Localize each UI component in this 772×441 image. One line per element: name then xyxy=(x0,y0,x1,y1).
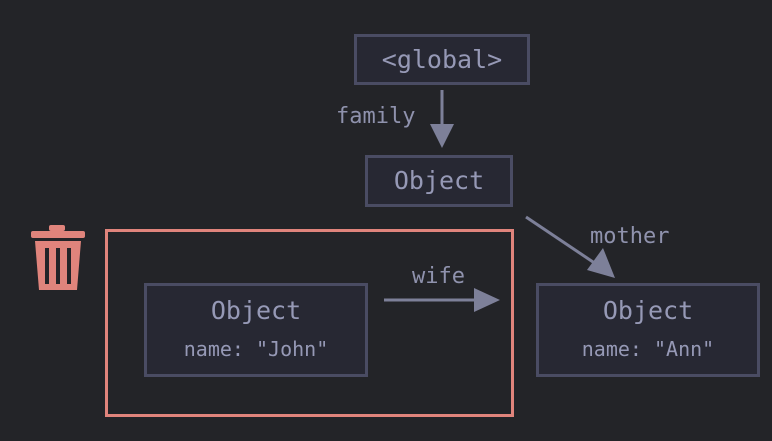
global-node-title: <global> xyxy=(381,45,503,74)
unreachable-island-frame xyxy=(105,229,514,417)
mother-arrow xyxy=(525,215,615,278)
ann-object-property: name: "Ann" xyxy=(581,337,715,361)
family-arrow xyxy=(430,90,454,148)
wife-arrow xyxy=(384,288,500,312)
ann-object-node: Object name: "Ann" xyxy=(536,283,760,377)
trash-can-icon xyxy=(31,225,85,290)
john-object-title: Object xyxy=(210,296,302,325)
mother-edge-label: mother xyxy=(590,224,670,249)
global-node: <global> xyxy=(354,34,530,85)
ann-object-title: Object xyxy=(602,296,694,325)
family-edge-label: family xyxy=(336,104,416,129)
family-object-node: Object xyxy=(365,155,513,207)
wife-edge-label: wife xyxy=(412,264,465,289)
john-object-node: Object name: "John" xyxy=(144,283,368,377)
family-object-title: Object xyxy=(393,166,485,195)
john-object-property: name: "John" xyxy=(183,337,329,361)
